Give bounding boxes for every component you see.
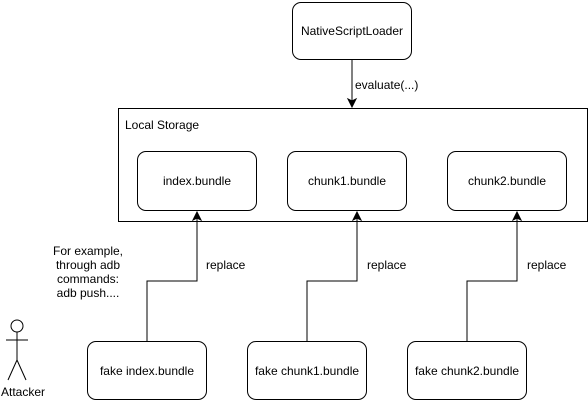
fake-index-bundle-label: fake index.bundle — [99, 363, 195, 378]
replace-arrow-1-line — [146, 218, 198, 341]
native-script-loader-label: NativeScriptLoader — [300, 24, 404, 38]
index-bundle-node: index.bundle — [137, 151, 257, 211]
replace-label-2: replace — [367, 258, 407, 272]
fake-chunk1-bundle-node: fake chunk1.bundle — [247, 341, 367, 400]
replace-arrow-2-line — [306, 218, 358, 341]
native-script-loader-node: NativeScriptLoader — [292, 2, 412, 60]
replace-label-1: replace — [206, 258, 246, 272]
replace-arrow-3-line — [466, 218, 518, 341]
adb-note: For example, through adb commands: adb p… — [40, 244, 136, 300]
chunk1-bundle-node: chunk1.bundle — [287, 151, 407, 211]
chunk2-bundle-label: chunk2.bundle — [467, 174, 547, 188]
note-line-1: For example, — [52, 244, 124, 258]
note-line-3: commands: — [56, 272, 120, 286]
replace-label-3: replace — [527, 258, 567, 272]
attacker-label: Attacker — [1, 385, 46, 399]
fake-chunk2-bundle-node: fake chunk2.bundle — [407, 341, 527, 400]
note-line-4: adb push.... — [56, 286, 120, 300]
local-storage-title: Local Storage — [125, 118, 200, 132]
fake-index-bundle-node: fake index.bundle — [87, 341, 207, 400]
fake-chunk1-bundle-label: fake chunk1.bundle — [254, 363, 360, 378]
attacker-figure-icon — [6, 319, 28, 381]
evaluate-arrow-head — [346, 97, 358, 109]
index-bundle-label: index.bundle — [162, 174, 232, 188]
chunk2-bundle-node: chunk2.bundle — [447, 151, 567, 211]
fake-chunk2-bundle-label: fake chunk2.bundle — [414, 363, 520, 378]
note-line-2: through adb — [55, 258, 121, 272]
evaluate-label: evaluate(...) — [355, 78, 419, 92]
chunk1-bundle-label: chunk1.bundle — [307, 174, 387, 188]
